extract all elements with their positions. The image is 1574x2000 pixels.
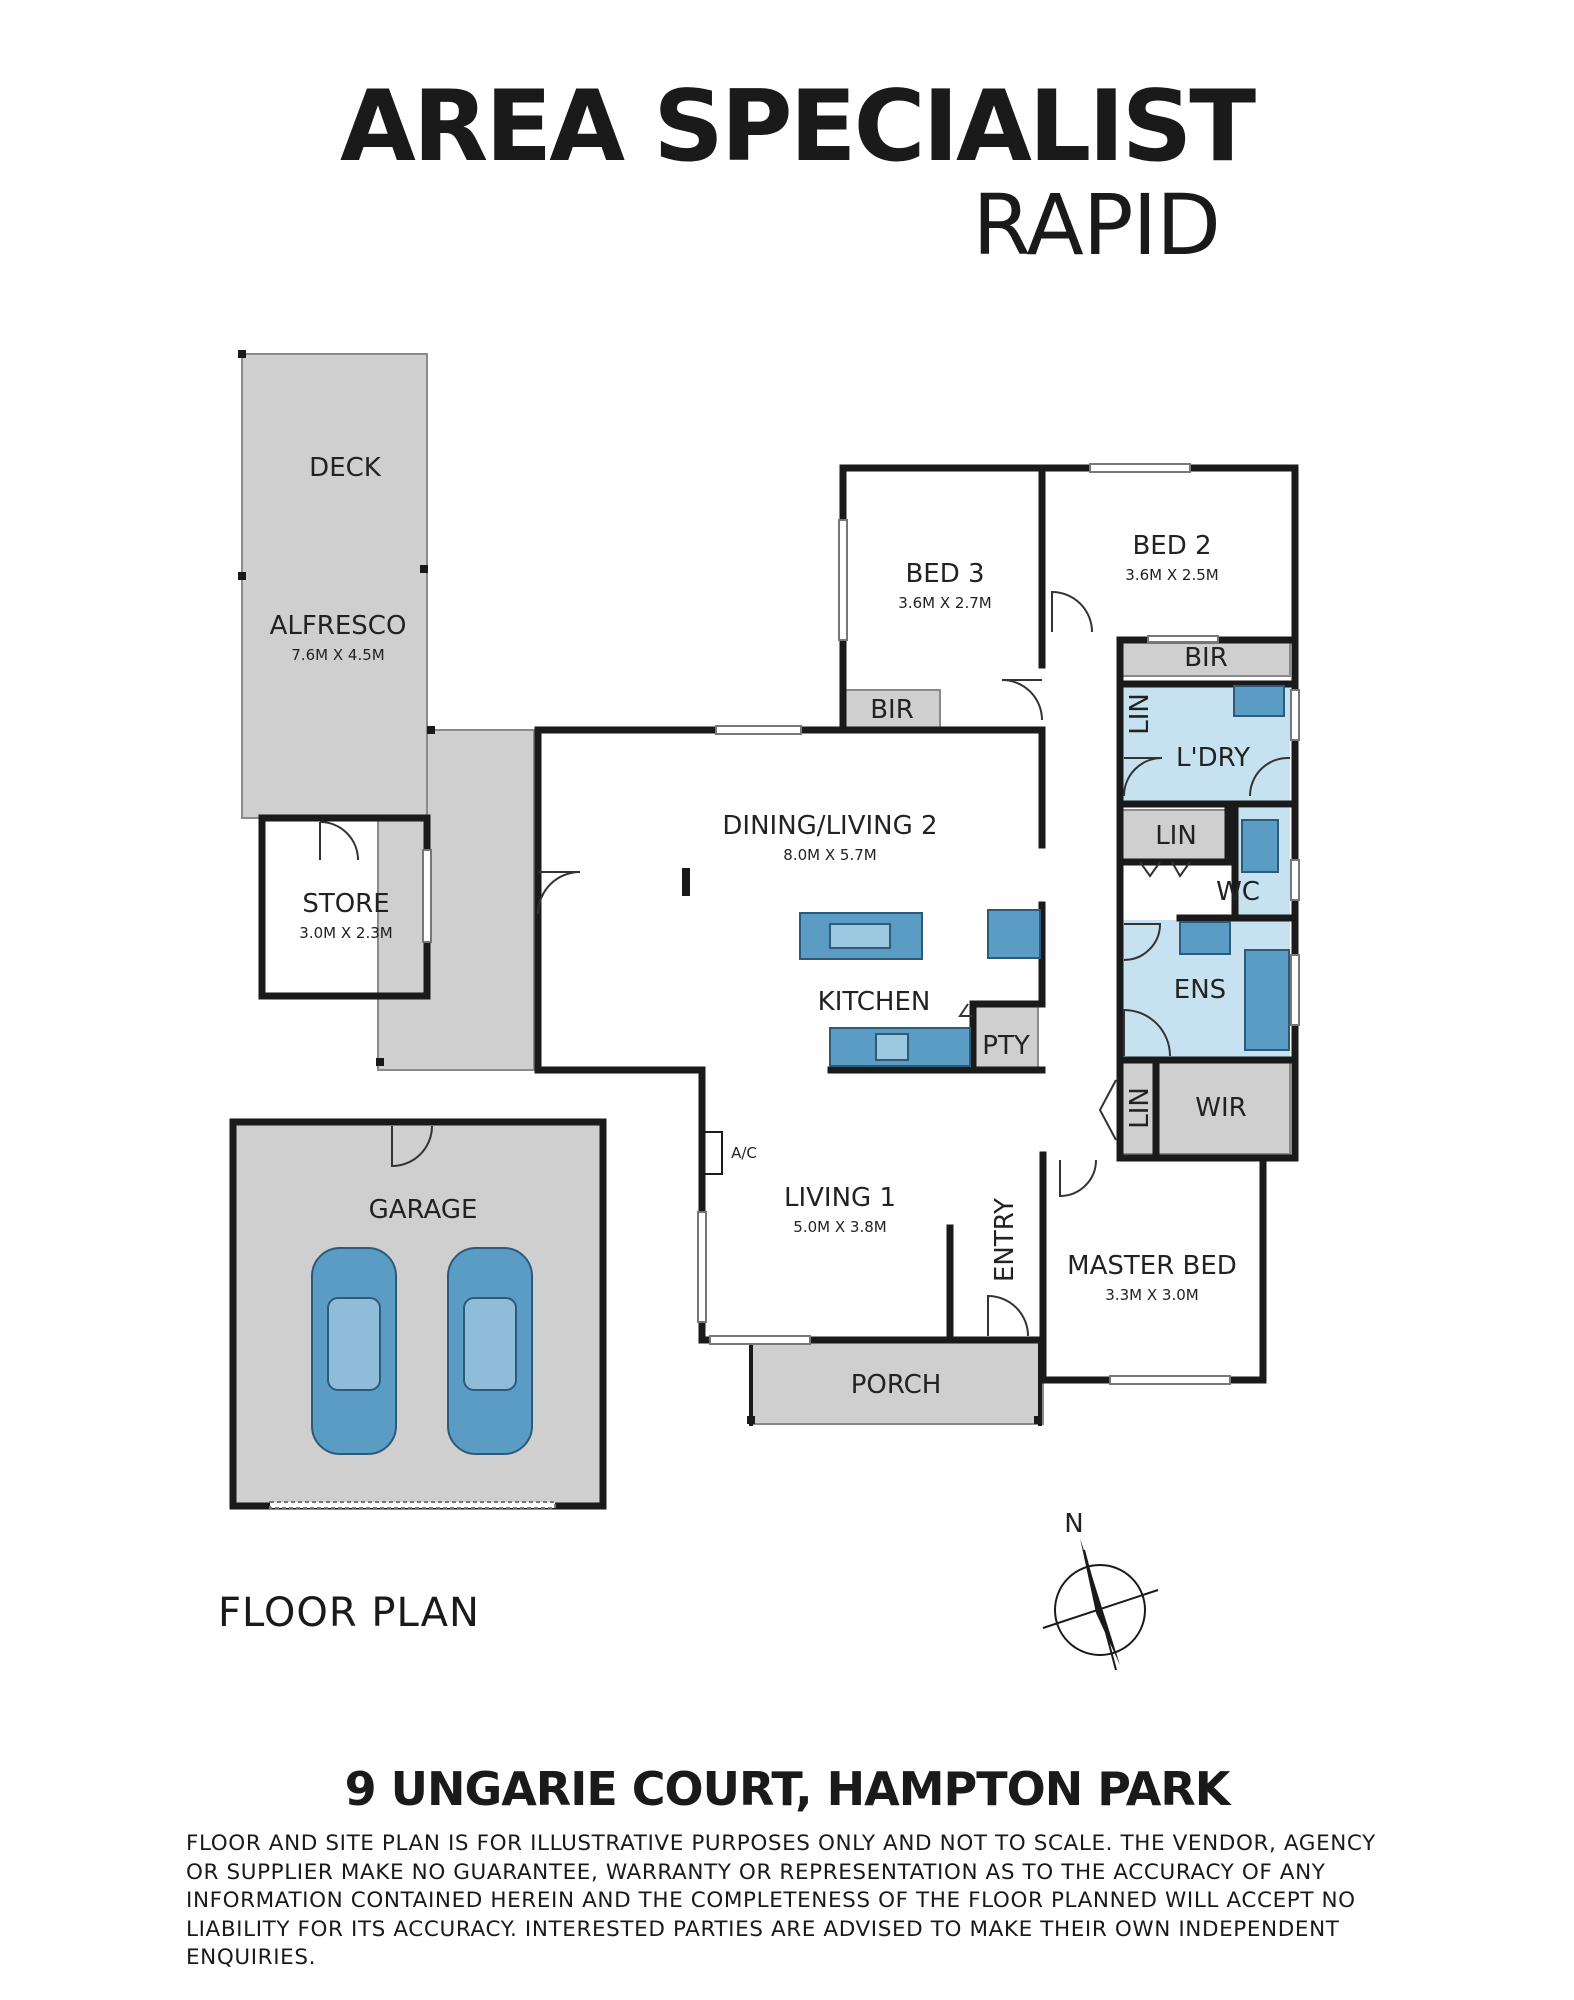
label-bed2: BED 2 [1132, 531, 1211, 561]
door-laundry [1123, 757, 1163, 797]
label-entry: ENTRY [990, 1198, 1020, 1282]
dims-bed2: 3.6M X 2.5M [1125, 566, 1218, 584]
label-ac: A/C [731, 1144, 757, 1162]
window-wc [1290, 859, 1300, 901]
label-pantry: PTY [982, 1031, 1030, 1061]
window-bed2 [1089, 463, 1191, 473]
garage-floor [232, 1121, 604, 1507]
label-kitchen: KITCHEN [818, 987, 931, 1017]
label-store: STORE [302, 889, 389, 919]
window-laundry [1290, 689, 1300, 741]
garage-door [269, 1501, 556, 1509]
window-store [422, 849, 432, 943]
label-bir-bed2: BIR [1184, 643, 1228, 673]
brand-name: AREA SPECIALIST [340, 70, 1256, 184]
window-living1-side [697, 1211, 707, 1323]
door-garage [391, 1125, 433, 1168]
car-left [311, 1247, 397, 1455]
label-laundry: L'DRY [1176, 743, 1250, 773]
cooktop [875, 1033, 909, 1061]
compass-north: N [1064, 1509, 1083, 1539]
dims-bed3: 3.6M X 2.7M [898, 594, 991, 612]
door-pantry [958, 1003, 973, 1017]
fridge [987, 909, 1041, 959]
door-lin-ensuite [1098, 1079, 1117, 1141]
label-bed3: BED 3 [905, 559, 984, 589]
door-bed2 [1051, 590, 1093, 633]
compass-needle [1080, 1538, 1120, 1665]
window-master [1109, 1375, 1231, 1385]
window-bed3 [838, 519, 848, 641]
door-entry [987, 1294, 1029, 1337]
label-porch: PORCH [851, 1370, 942, 1400]
posts [238, 350, 1042, 1424]
label-garage: GARAGE [369, 1195, 478, 1225]
label-lin-ensuite: LIN [1125, 1087, 1155, 1129]
dims-living1: 5.0M X 3.8M [793, 1218, 886, 1236]
label-lin-laundry: LIN [1125, 693, 1155, 735]
porch-walls [749, 1338, 1042, 1426]
door-ensuite [1123, 923, 1162, 961]
label-dining: DINING/LIVING 2 [722, 811, 937, 841]
disclaimer-text: FLOOR AND SITE PLAN IS FOR ILLUSTRATIVE … [186, 1831, 1376, 1970]
fixtures [799, 685, 1290, 1067]
window-bir2-slider [1147, 635, 1219, 643]
label-ensuite: ENS [1174, 975, 1226, 1005]
label-master: MASTER BED [1067, 1251, 1237, 1281]
window-living1-front [709, 1335, 811, 1345]
label-bir-bed3: BIR [870, 695, 914, 725]
window-dining-top [715, 725, 802, 735]
dims-master: 3.3M X 3.0M [1105, 1286, 1198, 1304]
label-deck: DECK [309, 453, 382, 483]
dining-walls [534, 726, 1046, 1074]
deck-alfresco-area [241, 353, 428, 819]
vanity [1179, 921, 1231, 955]
door-laundry-right [1248, 756, 1291, 797]
brand-sub: RAPID [972, 176, 1221, 274]
dims-dining: 8.0M X 5.7M [783, 846, 876, 864]
room-labels: DECK ALFRESCO 7.6M X 4.5M STORE 3.0M X 2… [270, 453, 1260, 1400]
door-store [319, 821, 359, 861]
property-address: 9 UNGARIE COURT, HAMPTON PARK [344, 1762, 1231, 1816]
label-living1: LIVING 1 [784, 1183, 896, 1213]
laundry-tub [1233, 685, 1285, 717]
door-master [1059, 1159, 1097, 1198]
floor-plan-title: FLOOR PLAN [218, 1590, 480, 1636]
dims-alfresco: 7.6M X 4.5M [291, 646, 384, 664]
ac-unit [701, 1131, 723, 1175]
compass: N [1042, 1509, 1159, 1671]
island-sink [829, 923, 891, 949]
label-wc: WC [1216, 877, 1260, 907]
door-lin-hall [1139, 861, 1191, 878]
service-walls [1116, 636, 1299, 1162]
car-right [447, 1247, 533, 1455]
label-wir: WIR [1195, 1093, 1246, 1123]
windows [269, 463, 1300, 1509]
label-lin-hall: LIN [1155, 821, 1197, 851]
bathtub [1244, 949, 1290, 1051]
label-alfresco: ALFRESCO [270, 611, 407, 641]
door-dining [537, 871, 581, 915]
dims-store: 3.0M X 2.3M [299, 924, 392, 942]
brand-logo: AREA SPECIALIST RAPID [340, 70, 1256, 267]
wc-toilet [1241, 819, 1279, 873]
window-ensuite [1290, 954, 1300, 1026]
door-ensuite-lower [1123, 1008, 1171, 1057]
doors [319, 590, 1291, 1337]
door-bed3 [1001, 679, 1043, 721]
